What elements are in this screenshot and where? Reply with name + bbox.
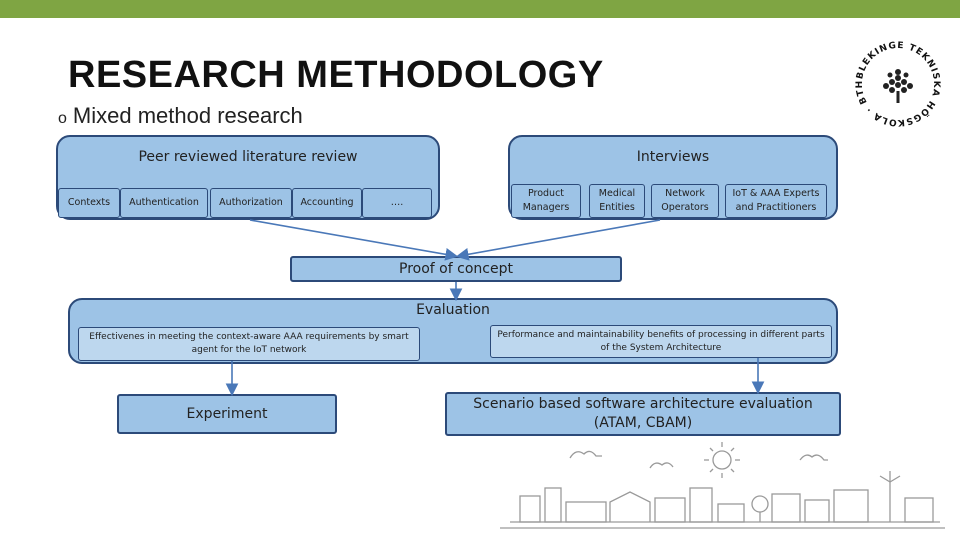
literature-item-accounting: Accounting xyxy=(292,188,362,218)
interview-item-network-operators: Network Operators xyxy=(651,184,719,218)
city-skyline-illustration-icon xyxy=(500,442,945,529)
slide-title: RESEARCH METHODOLOGY xyxy=(68,54,604,96)
bullet-icon: o xyxy=(58,110,67,127)
evaluation-effectiveness-box: Effectivenes in meeting the context-awar… xyxy=(78,327,420,361)
interviews-title: Interviews xyxy=(636,149,710,165)
evaluation-performance-box: Performance and maintainability benefits… xyxy=(490,325,832,358)
arrow-interviews-to-proof xyxy=(455,219,661,261)
interview-item-iot-aaa-experts: IoT & AAA Experts and Practitioners xyxy=(725,184,827,218)
experiment-box: Experiment xyxy=(117,394,337,434)
interview-item-product-managers: Product Managers xyxy=(511,184,581,218)
accent-top-bar xyxy=(0,0,960,18)
proof-of-concept-box: Proof of concept xyxy=(290,256,622,282)
subtitle-text: Mixed method research xyxy=(72,103,303,128)
literature-item-contexts: Contexts xyxy=(58,188,120,218)
literature-item-authorization: Authorization xyxy=(210,188,292,218)
scenario-evaluation-box: Scenario based software architecture eva… xyxy=(445,392,841,436)
literature-item-more: …. xyxy=(362,188,432,218)
literature-item-authentication: Authentication xyxy=(120,188,208,218)
bth-seal-icon: BLEKINGE TEKNISKA HÖGSKOLA · BTH xyxy=(855,41,940,127)
evaluation-title: Evaluation xyxy=(416,302,490,318)
interview-item-medical-entities: Medical Entities xyxy=(589,184,645,218)
slide-subtitle: o Mixed method research xyxy=(58,103,303,129)
literature-review-title: Peer reviewed literature review xyxy=(138,149,358,165)
arrow-literature-to-proof xyxy=(249,219,459,261)
